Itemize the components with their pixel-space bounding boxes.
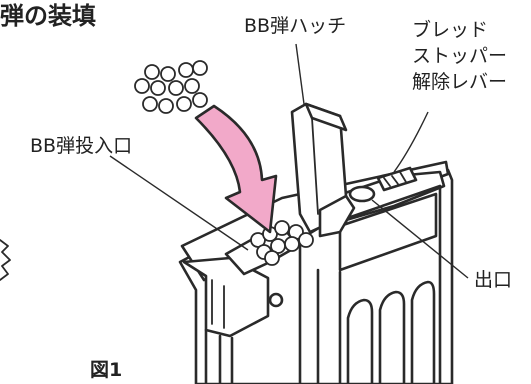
leader-outlet xyxy=(371,199,469,279)
bb-cluster-floating xyxy=(134,60,208,114)
label-stopper-line2: ストッパー xyxy=(412,45,507,67)
label-bb-hatch: BB弾ハッチ xyxy=(244,15,346,37)
label-outlet: 出口 xyxy=(474,269,512,291)
label-stopper-line3: 解除レバー xyxy=(412,71,507,93)
label-bb-loading-port: BB弾投入口 xyxy=(30,135,132,157)
bb-hatch-flap xyxy=(290,102,356,238)
figure-number: 図1 xyxy=(90,359,122,381)
title-fragment: 弾の装填 xyxy=(0,2,96,30)
loaded-bbs xyxy=(250,220,314,266)
leader-loading-port xyxy=(109,155,249,251)
label-stopper-line1: ブレッド xyxy=(412,18,488,41)
magazine-body xyxy=(178,160,454,384)
leader-stopper-lever xyxy=(393,111,429,173)
loading-direction-arrow xyxy=(194,104,278,234)
leader-bb-hatch xyxy=(295,43,305,105)
left-edge-mark xyxy=(0,239,11,281)
